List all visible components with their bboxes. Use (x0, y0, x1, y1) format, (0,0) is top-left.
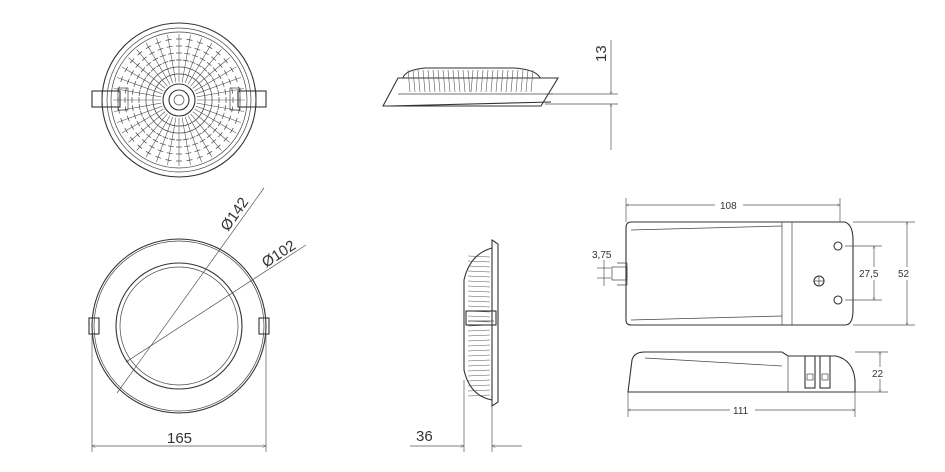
top-view-heatsink (91, 22, 267, 178)
driver-top-view: 3,75 108 27,5 52 (592, 198, 915, 326)
mounting-clip-left (91, 87, 129, 111)
dimension-27-5-label: 27,5 (859, 269, 879, 280)
driver-side-view: 22 111 (627, 351, 888, 417)
heatsink-fins (113, 34, 245, 166)
diameter-102-label: Ø102 (259, 237, 299, 271)
side-view-vertical: 36 (410, 238, 522, 452)
front-view-lens: Ø142 Ø102 165 (88, 187, 307, 452)
mounting-clip-right (229, 87, 267, 111)
dimension-108-label: 108 (720, 201, 737, 212)
dimension-52-label: 52 (898, 269, 910, 280)
side-view-horizontal: 13 (382, 40, 618, 150)
diameter-142-label: Ø142 (217, 194, 252, 234)
dimension-3-75-label: 3,75 (592, 250, 612, 261)
dimension-13-label: 13 (593, 45, 610, 62)
dimension-165-label: 165 (167, 430, 192, 447)
dimension-22-label: 22 (872, 369, 884, 380)
dimension-36-label: 36 (416, 428, 433, 445)
dimension-111-label: 111 (733, 406, 749, 417)
